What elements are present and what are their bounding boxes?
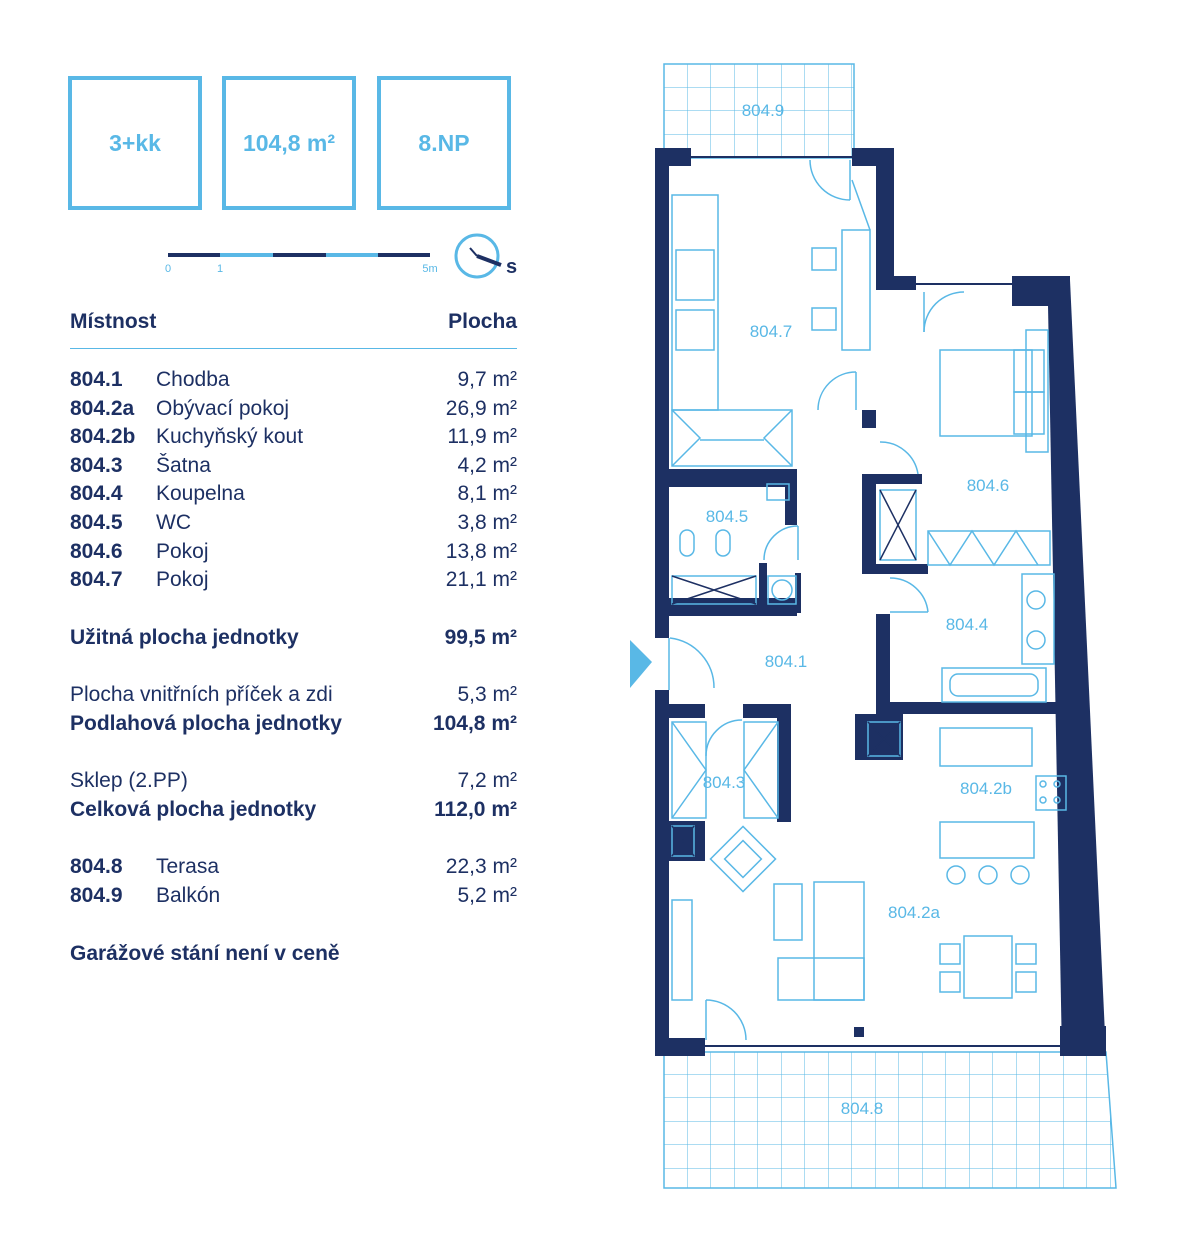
- room-name: Terasa: [156, 855, 220, 878]
- total-area-row: Celková plocha jednotky 112,0 m²: [70, 796, 517, 824]
- room-name: Pokoj: [156, 539, 209, 563]
- area-value: 104,8 m²: [242, 129, 336, 156]
- scale-bar: 0 1 5m s: [165, 233, 517, 279]
- furniture: [668, 159, 1067, 1041]
- cellar-value: 7,2 m²: [457, 769, 517, 792]
- room-label-804-6: 804.6: [967, 476, 1010, 495]
- table-row: 804.2b Kuchyňský kout 11,9 m²: [70, 423, 517, 452]
- walls-area-row: Plocha vnitřních příček a zdi 5,3 m²: [70, 681, 517, 709]
- room-code: 804.9: [70, 883, 123, 907]
- table-row: 804.7 Pokoj 21,1 m²: [70, 566, 517, 595]
- header-area: Plocha: [448, 310, 517, 333]
- floor-plan: 804.9 804.7 804.6 804.5 804.4 804.1 804.…: [630, 63, 1117, 1189]
- table-row: 804.2a Obývací pokoj 26,9 m²: [70, 395, 517, 424]
- room-area: 9,7 m²: [457, 368, 517, 391]
- room-name: Pokoj: [156, 568, 209, 592]
- floor-area-row: Podlahová plocha jednotky 104,8 m²: [70, 710, 517, 738]
- cellar-row: Sklep (2.PP) 7,2 m²: [70, 767, 517, 795]
- room-name: Obývací pokoj: [156, 396, 290, 420]
- table-row: 804.9 Balkón 5,2 m²: [70, 882, 517, 911]
- room-name: Kuchyňský kout: [156, 425, 304, 449]
- room-label-804-4: 804.4: [946, 615, 989, 634]
- room-table: 804.1 Chodba 9,7 m² 804.2a Obývací pokoj 26,…: [70, 366, 517, 595]
- room-area: 26,9 m²: [445, 396, 517, 420]
- room-label-804-3: 804.3: [703, 773, 746, 792]
- room-area: 4,2 m²: [457, 453, 517, 477]
- room-code: 804.2a: [70, 396, 135, 420]
- room-area: 3,8 m²: [457, 510, 517, 534]
- room-label-804-2a: 804.2a: [888, 903, 941, 922]
- balcony-804-9: [663, 63, 855, 159]
- room-name: Šatna: [156, 453, 211, 477]
- garage-note-text: Garážové stání není v ceně: [70, 942, 340, 965]
- total-area-label: Celková plocha jednotky: [70, 798, 317, 821]
- room-label-804-5: 804.5: [706, 507, 749, 526]
- header-room: Místnost: [70, 310, 157, 333]
- room-area: 22,3 m²: [445, 855, 517, 878]
- total-area-value: 112,0 m²: [434, 798, 517, 821]
- room-code: 804.2b: [70, 425, 136, 449]
- room-area: 11,9 m²: [447, 425, 517, 449]
- room-label-804-2b: 804.2b: [960, 779, 1012, 798]
- compass-label: s: [506, 256, 517, 278]
- area-box: 104,8 m²: [222, 76, 356, 210]
- room-label-804-9: 804.9: [742, 101, 785, 120]
- entrance-arrow-icon: [630, 640, 652, 688]
- floor-area-label: Podlahová plocha jednotky: [70, 712, 342, 735]
- room-area: 5,2 m²: [457, 883, 517, 907]
- room-code: 804.1: [70, 368, 123, 391]
- usable-area-value: 99,5 m²: [444, 626, 517, 649]
- room-label-804-7: 804.7: [750, 322, 793, 341]
- walls-area-label: Plocha vnitřních příček a zdi: [70, 683, 333, 706]
- floor-box: 8.NP: [377, 76, 511, 210]
- windows: [691, 156, 1060, 1047]
- table-row: 804.5 WC 3,8 m²: [70, 509, 517, 538]
- table-row: 804.4 Koupelna 8,1 m²: [70, 480, 517, 509]
- scale-label-5: 5m: [422, 263, 437, 275]
- floor-area-value: 104,8 m²: [432, 712, 517, 735]
- walls-area-value: 5,3 m²: [457, 683, 517, 706]
- room-name: Koupelna: [156, 482, 245, 506]
- room-name: WC: [156, 510, 191, 534]
- floor-value: 8.NP: [418, 129, 470, 156]
- room-area: 21,1 m²: [445, 568, 517, 592]
- room-name: Balkón: [156, 883, 221, 907]
- room-code: 804.8: [70, 855, 123, 878]
- room-code: 804.6: [70, 539, 123, 563]
- table-row: 804.6 Pokoj 13,8 m²: [70, 538, 517, 567]
- room-code: 804.3: [70, 453, 123, 477]
- outer-walls: [655, 148, 1106, 1056]
- outdoor-table: 804.8 Terasa 22,3 m² 804.9 Balkón 5,2 m²: [70, 853, 517, 910]
- table-row: 804.1 Chodba 9,7 m²: [70, 366, 517, 395]
- header-divider: [70, 348, 517, 349]
- scale-label-0: 0: [165, 263, 171, 275]
- room-area: 13,8 m²: [445, 539, 517, 563]
- garage-note: Garážové stání není v ceně: [70, 940, 517, 968]
- room-label-804-1: 804.1: [765, 652, 808, 671]
- room-code: 804.7: [70, 568, 123, 592]
- layout-box: 3+kk: [68, 76, 202, 210]
- room-code: 804.5: [70, 510, 123, 534]
- table-row: 804.8 Terasa 22,3 m²: [70, 853, 517, 882]
- room-code: 804.4: [70, 482, 123, 506]
- layout-value: 3+kk: [109, 129, 161, 156]
- terrace-804-8: [663, 1051, 1117, 1189]
- interior-walls: [655, 410, 1056, 1037]
- compass-icon: [454, 233, 502, 279]
- usable-area-label: Užitná plocha jednotky: [70, 626, 299, 649]
- table-row: 804.3 Šatna 4,2 m²: [70, 452, 517, 481]
- scale-label-1: 1: [217, 263, 223, 275]
- room-area: 8,1 m²: [457, 482, 517, 506]
- usable-area-row: Užitná plocha jednotky 99,5 m²: [70, 624, 517, 652]
- room-label-804-8: 804.8: [841, 1099, 884, 1118]
- cellar-label: Sklep (2.PP): [70, 769, 188, 792]
- room-name: Chodba: [156, 368, 230, 391]
